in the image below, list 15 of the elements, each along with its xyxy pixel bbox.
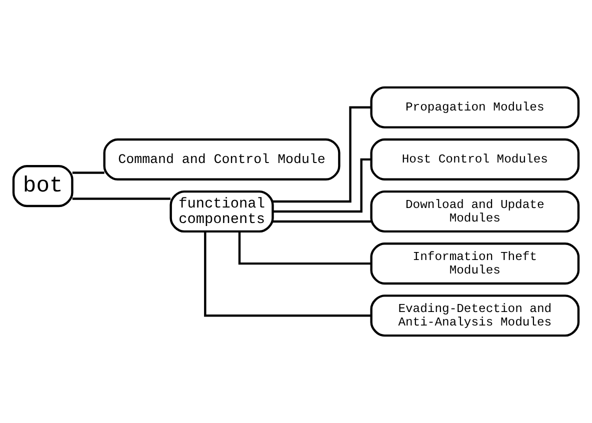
connector xyxy=(272,158,372,213)
node-box: Evading-Detection and Anti-Analysis Modules xyxy=(370,294,580,337)
node-box: bot xyxy=(12,164,74,208)
connector xyxy=(204,232,371,317)
node-box: Information Theft Modules xyxy=(370,242,580,285)
node-box: Propagation Modules xyxy=(370,86,580,128)
node-box: Download and Update Modules xyxy=(370,190,580,233)
node-box: functional components xyxy=(170,190,274,233)
connector xyxy=(72,172,104,174)
connector xyxy=(72,198,170,200)
node-box: Host Control Modules xyxy=(370,138,580,180)
connector xyxy=(238,231,372,265)
connector xyxy=(272,106,372,203)
node-box: Command and Control Module xyxy=(103,138,340,180)
connector xyxy=(273,220,371,223)
